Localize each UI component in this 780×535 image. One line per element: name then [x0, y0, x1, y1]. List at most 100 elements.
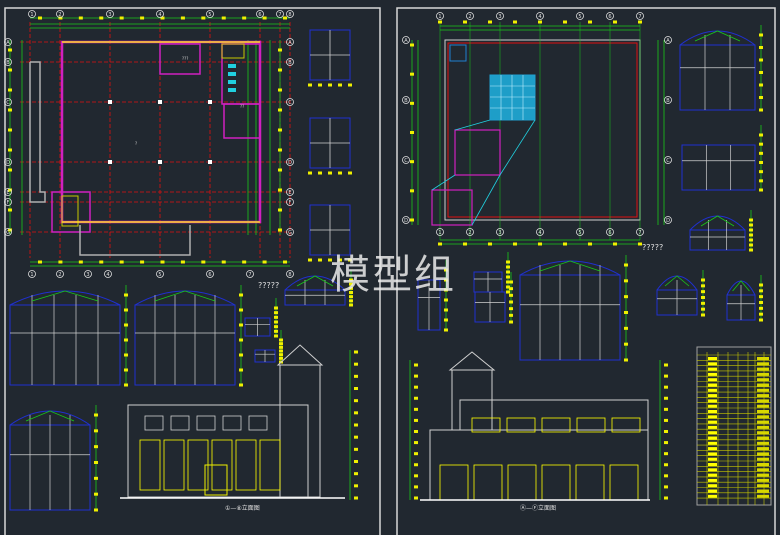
dimension-text-mark [354, 411, 358, 415]
dimension-text-mark [701, 301, 705, 305]
dimension-text-mark [94, 492, 98, 496]
axis-bubble-label: 3 [108, 12, 111, 18]
dimension-text-mark [349, 299, 353, 303]
dimension-text-mark [759, 58, 763, 62]
dimension-text-mark [242, 16, 247, 20]
dimension-text-mark [488, 20, 492, 24]
dimension-text-mark [414, 396, 418, 400]
arched-top [519, 260, 621, 276]
column [108, 160, 112, 164]
dimension-text-mark [279, 356, 283, 360]
dimension-text-mark [506, 290, 510, 294]
dimension-text-mark [8, 48, 12, 52]
dimension-text-mark [410, 160, 414, 164]
dimension-text-mark [274, 311, 278, 315]
elevation-frame [9, 304, 121, 386]
dimension-text-mark [338, 171, 342, 175]
axis-bubble-label: 7 [638, 230, 641, 236]
axis-bubble-label: 4 [538, 14, 541, 20]
dimension-text-mark [563, 242, 567, 246]
table-cell-text [708, 404, 717, 408]
dimension-text-mark [274, 315, 278, 319]
arched-top [134, 290, 236, 306]
roof-parapet [447, 42, 638, 218]
axis-bubble [286, 38, 294, 46]
dimension-text-mark [444, 308, 448, 312]
axis-bubble [636, 12, 644, 20]
table-cell-text [757, 484, 769, 488]
dimension-text-mark [354, 387, 358, 390]
dimension-text-mark [624, 311, 628, 314]
dimension-text-mark [759, 151, 763, 155]
dimension-text-mark [624, 263, 628, 267]
axis-bubble [286, 198, 294, 206]
axis-bubble-label: F [7, 200, 10, 206]
upper-window [506, 417, 536, 433]
upper-window [576, 417, 606, 433]
axis-bubble-label: B [6, 60, 10, 66]
arch-dimension [296, 275, 334, 287]
dimension-text-mark [563, 20, 567, 24]
axis-bubble-label: 7 [638, 14, 641, 20]
dimension-text-mark [513, 242, 517, 246]
fixture [228, 64, 236, 68]
dimension-text-mark [444, 268, 448, 272]
dimension-text-mark [749, 233, 753, 237]
dimension-text-mark [638, 242, 642, 246]
dimension-text-mark [759, 142, 763, 146]
axis-bubble [466, 228, 474, 236]
elevation-right [409, 252, 763, 501]
table-cell-text [708, 431, 717, 435]
stair [221, 43, 245, 59]
axis-bubble-label: C [288, 100, 292, 106]
axis-bubble-label: B [666, 98, 670, 104]
axis-bubble-label: G [288, 230, 292, 236]
table-cell-text [757, 404, 769, 408]
dimension-text-mark [624, 358, 628, 362]
dimension-text-mark [506, 285, 510, 289]
axis-bubble [606, 12, 614, 20]
axis-bubble-label: A [288, 40, 292, 46]
table-cell-text [757, 410, 769, 413]
axis-bubble [4, 38, 12, 46]
dimension-text-mark [94, 445, 98, 449]
sheet-right-border [396, 7, 776, 535]
axis-bubble [606, 228, 614, 236]
dimension-text-mark [262, 260, 267, 264]
axis-bubble-label: 2 [58, 12, 61, 18]
axis-bubble-label: A [6, 40, 10, 46]
axis-bubble [286, 188, 294, 196]
axis-bubble-label: D [666, 218, 670, 224]
table-cell-text [757, 357, 769, 360]
dimension-text-mark [221, 16, 226, 20]
dimension-text-mark [414, 374, 418, 378]
elevation-frame [679, 44, 756, 111]
door-window-schedule-table [696, 346, 772, 506]
leader-line [471, 174, 501, 226]
watermark-logo: 模型组 [330, 252, 456, 298]
dimension-text-mark [538, 242, 542, 246]
axis-bubble-label: 6 [608, 230, 611, 236]
dimension-text-mark [124, 338, 128, 342]
fixture [228, 72, 236, 76]
dimension-text-mark [463, 20, 467, 24]
axis-bubble-label: 4 [106, 272, 109, 278]
axis-bubble-label: 1 [30, 272, 33, 278]
facade-window [235, 439, 257, 491]
axis-bubble-label: 5 [578, 230, 581, 236]
dimension-text-mark [274, 306, 278, 310]
tower-roof [448, 351, 496, 371]
dimension-text-mark [119, 16, 124, 20]
upper-window [611, 417, 641, 433]
elevation-frame [519, 274, 621, 361]
axis-bubble-label: 5 [578, 14, 581, 20]
dimension-text-mark [759, 161, 763, 164]
axis-bubble [466, 12, 474, 20]
arch-dimension [31, 290, 99, 302]
dimension-text-mark [414, 441, 418, 445]
dimension-text-mark [283, 260, 287, 264]
table-cell-text [708, 478, 717, 482]
table-cell-text [757, 494, 769, 498]
fixture [228, 88, 236, 92]
